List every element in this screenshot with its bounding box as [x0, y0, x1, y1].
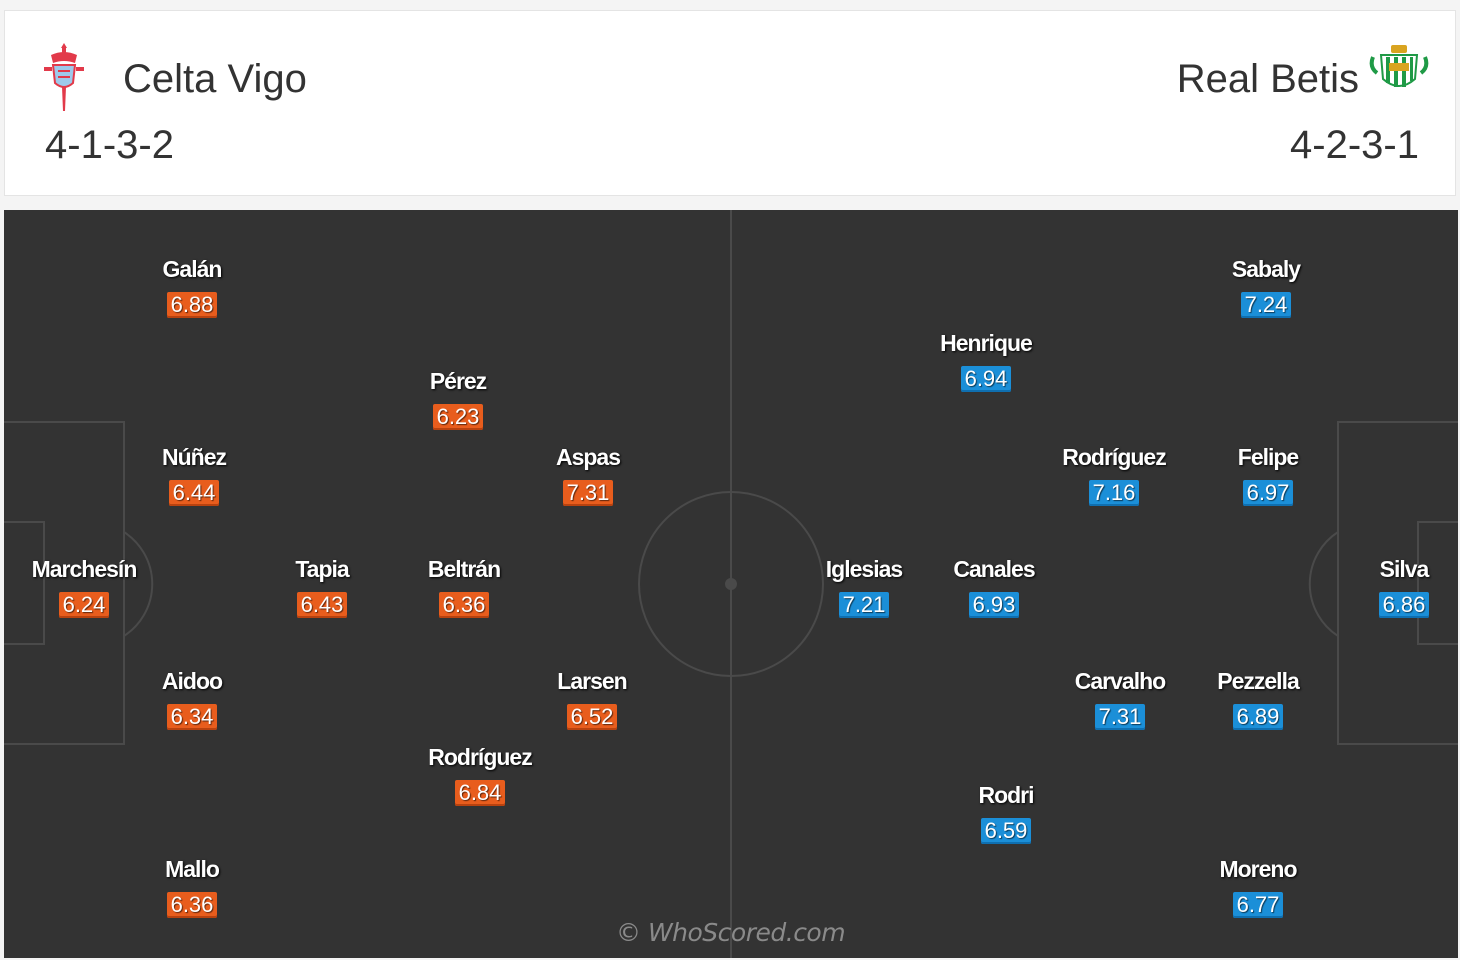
- away-player-iglesias[interactable]: Iglesias 7.21: [764, 556, 964, 618]
- player-name: Marchesín: [31, 556, 138, 582]
- match-header: Celta Vigo 4-1-3-2 Real Betis 4-2-3-1: [4, 10, 1456, 196]
- player-rating: 6.23: [432, 404, 484, 430]
- player-rating: 6.84: [454, 780, 506, 806]
- player-name: Felipe: [1237, 444, 1299, 470]
- celta-vigo-crest-icon: [41, 39, 87, 120]
- home-player-nunez[interactable]: Núñez 6.44: [94, 444, 294, 506]
- player-name: Moreno: [1219, 856, 1297, 882]
- away-team-name: Real Betis: [1176, 57, 1359, 101]
- player-rating: 6.88: [166, 292, 218, 318]
- player-name: Galán: [162, 256, 223, 282]
- pitch: Galán 6.88 Pérez 6.23 Núñez 6.44 Aspas 7…: [4, 210, 1458, 958]
- home-player-rodriguez[interactable]: Rodríguez 6.84: [380, 744, 580, 806]
- away-formation: 4-2-3-1: [1290, 123, 1419, 167]
- player-rating: 6.34: [166, 704, 218, 730]
- away-player-rodri[interactable]: Rodri 6.59: [906, 782, 1106, 844]
- away-player-moreno[interactable]: Moreno 6.77: [1158, 856, 1358, 918]
- player-rating: 6.93: [968, 592, 1020, 618]
- player-name: Tapia: [295, 556, 349, 582]
- away-player-rodriguez[interactable]: Rodríguez 7.16: [1014, 444, 1214, 506]
- player-rating: 6.97: [1242, 480, 1294, 506]
- player-name: Pérez: [429, 368, 487, 394]
- player-rating: 6.89: [1232, 704, 1284, 730]
- home-player-marchesin[interactable]: Marchesín 6.24: [4, 556, 184, 618]
- player-name: Rodri: [978, 782, 1034, 808]
- whoscored-watermark: © WhoScored.com: [616, 918, 846, 947]
- home-player-mallo[interactable]: Mallo 6.36: [92, 856, 292, 918]
- away-player-carvalho[interactable]: Carvalho 7.31: [1020, 668, 1220, 730]
- player-name: Pezzella: [1217, 668, 1300, 694]
- player-rating: 6.44: [168, 480, 220, 506]
- home-player-galan[interactable]: Galán 6.88: [92, 256, 292, 318]
- away-player-silva[interactable]: Silva 6.86: [1304, 556, 1458, 618]
- player-rating: 7.24: [1240, 292, 1292, 318]
- home-player-aspas[interactable]: Aspas 7.31: [488, 444, 688, 506]
- away-player-sabaly[interactable]: Sabaly 7.24: [1166, 256, 1366, 318]
- player-name: Carvalho: [1074, 668, 1166, 694]
- home-player-aidoo[interactable]: Aidoo 6.34: [92, 668, 292, 730]
- away-player-pezzella[interactable]: Pezzella 6.89: [1158, 668, 1358, 730]
- player-name: Iglesias: [825, 556, 903, 582]
- home-player-tapia[interactable]: Tapia 6.43: [222, 556, 422, 618]
- player-rating: 6.94: [960, 366, 1012, 392]
- player-rating: 6.24: [58, 592, 110, 618]
- pitch-markings: [4, 210, 1458, 958]
- player-name: Henrique: [940, 330, 1033, 356]
- player-name: Aspas: [555, 444, 621, 470]
- player-name: Canales: [953, 556, 1035, 582]
- player-rating: 6.86: [1378, 592, 1430, 618]
- player-name: Beltrán: [427, 556, 501, 582]
- player-name: Rodríguez: [1062, 444, 1166, 470]
- player-name: Larsen: [557, 668, 627, 694]
- player-name: Sabaly: [1231, 256, 1301, 282]
- player-rating: 6.59: [980, 818, 1032, 844]
- player-name: Aidoo: [161, 668, 223, 694]
- player-name: Mallo: [165, 856, 220, 882]
- home-team-name: Celta Vigo: [123, 57, 307, 101]
- player-rating: 6.36: [166, 892, 218, 918]
- home-player-beltran[interactable]: Beltrán 6.36: [364, 556, 564, 618]
- player-rating: 6.36: [438, 592, 490, 618]
- player-rating: 7.31: [1094, 704, 1146, 730]
- home-formation: 4-1-3-2: [45, 123, 174, 167]
- away-player-canales[interactable]: Canales 6.93: [894, 556, 1094, 618]
- home-player-perez[interactable]: Pérez 6.23: [358, 368, 558, 430]
- home-player-larsen[interactable]: Larsen 6.52: [492, 668, 692, 730]
- player-rating: 7.21: [838, 592, 890, 618]
- player-rating: 6.52: [566, 704, 618, 730]
- real-betis-crest-icon: [1367, 43, 1431, 102]
- player-name: Núñez: [162, 444, 227, 470]
- player-rating: 6.77: [1232, 892, 1284, 918]
- player-name: Rodríguez: [428, 744, 532, 770]
- player-name: Silva: [1379, 556, 1430, 582]
- player-rating: 6.43: [296, 592, 348, 618]
- away-player-henrique[interactable]: Henrique 6.94: [886, 330, 1086, 392]
- player-rating: 7.16: [1088, 480, 1140, 506]
- away-player-felipe[interactable]: Felipe 6.97: [1168, 444, 1368, 506]
- player-rating: 7.31: [562, 480, 614, 506]
